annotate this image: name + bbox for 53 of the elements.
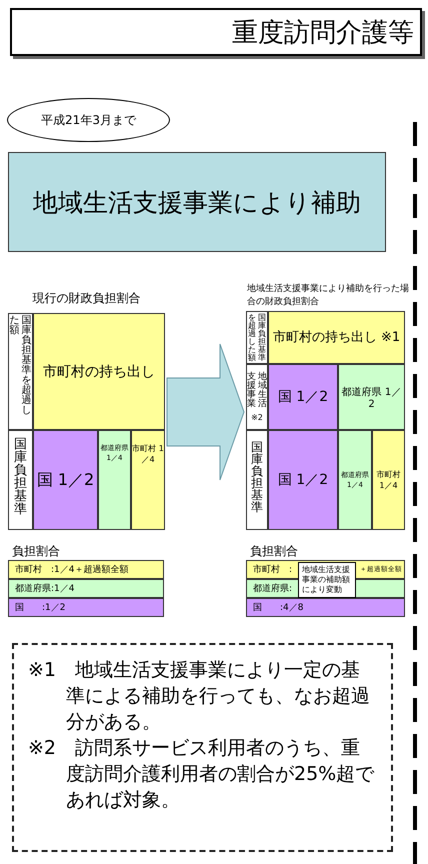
chart-cell bbox=[338, 430, 372, 530]
cell-text: 国 1／2 bbox=[278, 388, 328, 406]
vertical-label: 国庫負担基準 bbox=[250, 441, 264, 516]
chart-cell bbox=[131, 430, 165, 530]
vertical-label: 国庫負担基準 bbox=[13, 438, 28, 519]
cell-text: 市町村 1／4 bbox=[132, 443, 164, 465]
callout-text: 地域生活支援事業の補助額により変動 bbox=[302, 565, 351, 595]
cell-text: 国 1／2 bbox=[36, 470, 94, 490]
chart-cell bbox=[268, 430, 338, 530]
legend-row bbox=[8, 560, 164, 579]
block-arrow bbox=[166, 344, 245, 480]
banner-text: 地域生活支援事業により補助 bbox=[33, 186, 361, 218]
date-text: 平成21年3月まで bbox=[41, 112, 136, 128]
chart-heading: 地域生活支援事業により補助を行った場合の財政負担割合 bbox=[247, 282, 410, 308]
cell-text: 市町村の持ち出し bbox=[43, 362, 155, 380]
chart-cell bbox=[33, 313, 165, 430]
cell-text: 国 1／2 bbox=[278, 471, 328, 489]
note-mark: ※2 bbox=[251, 412, 263, 422]
legend-text: 市町村 : bbox=[253, 564, 292, 576]
legend-row bbox=[8, 579, 164, 598]
chart-cell bbox=[8, 313, 33, 430]
legend-text: 都道府県: bbox=[253, 582, 292, 595]
subsidy-banner bbox=[8, 152, 386, 252]
vertical-label: 地域生活支援事業 bbox=[246, 372, 268, 408]
chart-cell bbox=[246, 430, 268, 530]
cell-text: 都道府県 1／2 bbox=[340, 386, 402, 410]
chart-cell bbox=[338, 364, 405, 430]
title-box bbox=[10, 8, 422, 56]
chart-cell bbox=[268, 311, 405, 364]
legend-row bbox=[8, 598, 164, 617]
callout-tooltip bbox=[298, 562, 356, 598]
vertical-label: 国庫負担基準を超過した額 bbox=[9, 316, 32, 418]
note-text: ※2 訪問系サービス利用者のうち、重度訪問介護利用者の割合が25%超であれば対象。 bbox=[28, 736, 376, 813]
legend-text: 市町村 :1／4＋超過額全額 bbox=[15, 564, 128, 576]
chart-cell bbox=[98, 430, 131, 530]
note-text: ※1 地域生活支援事業により一定の基準による補助を行っても、なお超過分がある。 bbox=[28, 658, 371, 735]
chart-cell bbox=[8, 430, 33, 530]
vertical-label: 国庫負担基準を超過した額 bbox=[248, 314, 266, 362]
section-heading: 負担割合 bbox=[250, 543, 298, 560]
cell-text: 市町村 1／4 bbox=[376, 469, 402, 491]
chart-cell bbox=[268, 364, 338, 430]
section-heading: 負担割合 bbox=[12, 543, 60, 560]
notes-box bbox=[12, 643, 393, 852]
legend-text: 国 :1／2 bbox=[15, 602, 66, 614]
chart-heading: 現行の財政負担割合 bbox=[32, 290, 142, 307]
legend-row bbox=[246, 598, 405, 617]
legend-text: 都道府県:1／4 bbox=[15, 582, 74, 595]
chart-cell bbox=[246, 364, 268, 430]
chart-cell bbox=[372, 430, 405, 530]
legend-text: 国 :4／8 bbox=[253, 602, 304, 614]
chart-cell bbox=[33, 430, 98, 530]
title-text: 重度訪問介護等 bbox=[232, 16, 414, 50]
cell-text: 市町村の持ち出し ※1 bbox=[272, 328, 400, 346]
